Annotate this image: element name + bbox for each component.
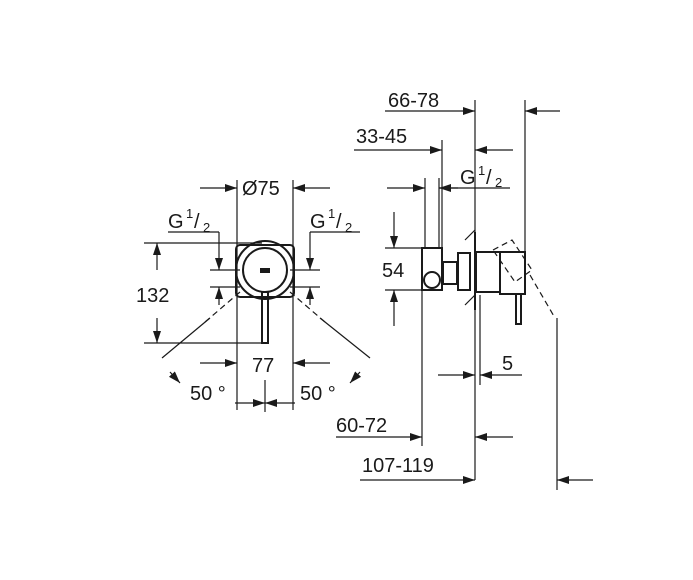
fraction-slash: /: [486, 167, 492, 189]
thread-right-main: G: [310, 211, 326, 233]
thread-left-num: 1: [186, 206, 193, 221]
side-thread-main: G: [460, 167, 476, 189]
logo-mark: [260, 268, 270, 273]
valve-cartridge: [442, 261, 458, 285]
sleeve: [457, 252, 471, 291]
width-label: 77: [252, 355, 274, 377]
wall-depth-label: 60-72: [336, 415, 387, 437]
height-label: 132: [136, 285, 169, 307]
depth-inner-label: 33-45: [356, 126, 407, 148]
lever-handle: [261, 291, 269, 344]
thread-right-num: 1: [328, 206, 335, 221]
side-view: 66-78 33-45 G 1 / 2 54 5 60-72: [336, 90, 593, 490]
lever-handle: [515, 293, 522, 325]
angle-right-label: 50 °: [300, 383, 336, 405]
lever-swing-path: [492, 239, 556, 319]
side-thread-den: 2: [495, 175, 502, 190]
depth-total-label: 66-78: [388, 90, 439, 112]
escutcheon: [475, 251, 501, 293]
fraction-slash: /: [194, 211, 200, 233]
inlet-port: [423, 271, 441, 289]
fraction-slash: /: [336, 211, 342, 233]
thread-left-den: 2: [203, 220, 210, 235]
thread-right-den: 2: [345, 220, 352, 235]
plate-label: 5: [502, 353, 513, 375]
side-height-label: 54: [382, 260, 404, 282]
overall-label: 107-119: [362, 455, 434, 477]
handle-body: [499, 251, 526, 295]
side-thread-num: 1: [478, 163, 485, 178]
front-view: Ø75 G 1 / 2 G 1 / 2 132 77: [136, 178, 371, 412]
diameter-label: Ø75: [242, 178, 280, 200]
thread-left-main: G: [168, 211, 184, 233]
angle-left-label: 50 °: [190, 383, 226, 405]
